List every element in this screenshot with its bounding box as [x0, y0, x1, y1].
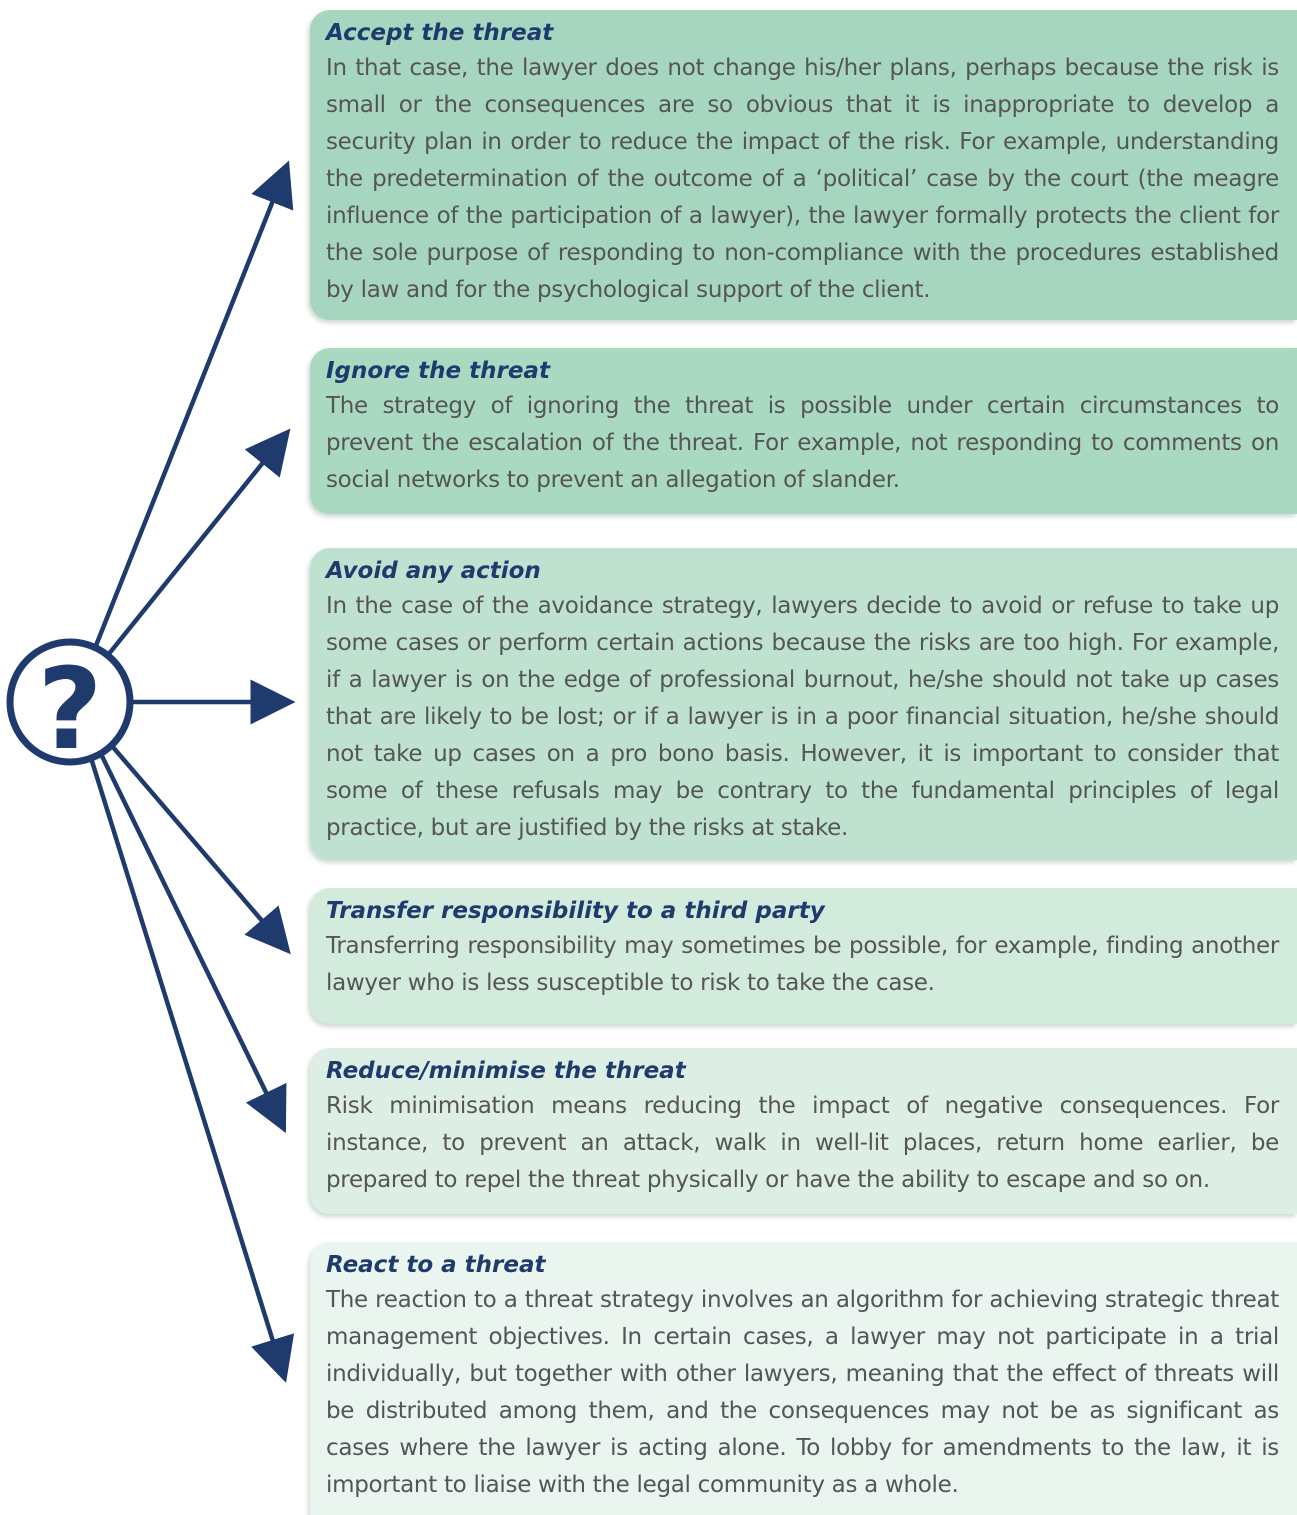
strategy-text: Risk minimisation means reducing the imp… [326, 1093, 1279, 1193]
question-hub: ? [6, 638, 134, 775]
strategy-box-transfer-responsibility: Transfer responsibility to a third party… [310, 888, 1297, 1024]
strategy-box-react-to-a-threat: React to a threat The reaction to a thre… [310, 1242, 1297, 1515]
arrow-ignore-the-threat [106, 428, 291, 657]
strategy-title: Avoid any action [326, 558, 541, 584]
strategy-text: The strategy of ignoring the threat is p… [326, 393, 1279, 493]
strategy-title: Accept the threat [326, 20, 554, 46]
strategy-text: The reaction to a threat strategy involv… [326, 1287, 1279, 1498]
strategy-box-accept-the-threat: Accept the threat In that case, the lawy… [310, 10, 1297, 320]
arrow-transfer-responsibility [110, 744, 291, 955]
arrow-react-to-a-threat [88, 757, 295, 1383]
arrow-reduce-the-threat [98, 753, 287, 1134]
strategy-title: React to a threat [326, 1252, 546, 1278]
strategy-title: Transfer responsibility to a third party [326, 898, 825, 924]
arrow-accept-the-threat [92, 160, 294, 649]
strategy-text: In that case, the lawyer does not change… [326, 55, 1279, 303]
question-circle [6, 638, 134, 766]
strategy-text: In the case of the avoidance strategy, l… [326, 593, 1279, 841]
connector-arrows [88, 160, 296, 1383]
strategy-text: Transferring responsibility may sometime… [326, 933, 1279, 996]
question-mark-icon: ? [38, 645, 103, 775]
strategy-box-reduce-the-threat: Reduce/minimise the threat Risk minimisa… [310, 1048, 1297, 1214]
strategy-title: Ignore the threat [326, 358, 550, 384]
strategy-title: Reduce/minimise the threat [326, 1058, 686, 1084]
strategy-box-avoid-any-action: Avoid any action In the case of the avoi… [310, 548, 1297, 860]
strategy-box-ignore-the-threat: Ignore the threat The strategy of ignori… [310, 348, 1297, 514]
